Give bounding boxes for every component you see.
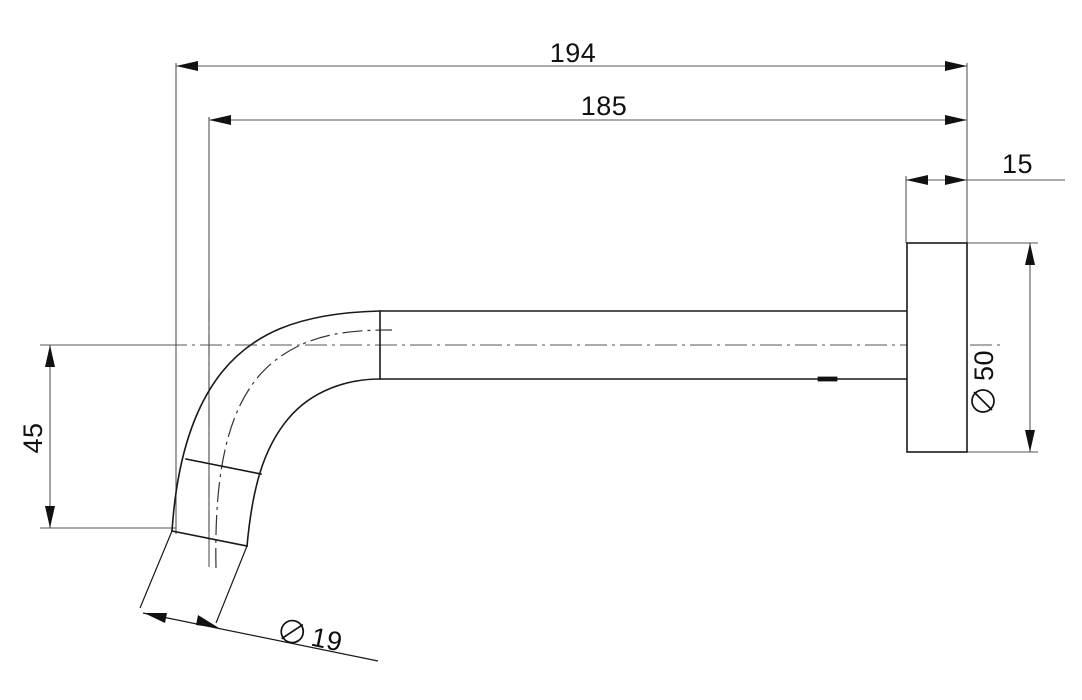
dim-label-dia-19-group: 19 [280,619,345,658]
arrow-dia50-bottom [1025,430,1035,452]
dimension-15: 15 [906,149,1065,185]
diameter-symbol-icon-19 [280,619,305,644]
dim-label-194: 194 [550,38,597,68]
arrow-dia19-left [144,613,167,623]
dim-label-dia-50-group: 50 [969,350,999,413]
spout-outlet-face [171,530,248,547]
arrow-194-left [176,61,198,71]
dim-label-15: 15 [1002,149,1033,179]
dimension-dia-19: 19 [139,530,379,662]
center-lines [60,300,1000,570]
dimension-194: 194 [176,38,967,71]
arrow-15-left [906,175,928,185]
arrow-45-bottom [45,506,55,528]
arrow-dia19-right [196,615,219,628]
ext-line-outlet-corner-left [139,530,173,609]
grub-screw-detail [817,376,838,382]
spout-inner-profile [246,378,908,547]
spout-outer-profile [171,310,908,532]
dimension-dia-50: 50 [969,243,1035,452]
arrow-dia50-top [1025,243,1035,265]
diameter-symbol-slash-19 [281,623,304,640]
dim-label-45: 45 [18,422,48,453]
dim-label-dia-19: 19 [309,622,345,658]
dim-label-dia-50: 50 [969,350,999,381]
extension-lines [40,63,1038,545]
dim-label-185: 185 [581,91,628,121]
dim-leader-dia-19 [142,612,379,662]
spout-outlet-ring-line [185,458,262,475]
arrow-15-right [945,175,967,185]
diameter-symbol-slash-50 [973,391,993,411]
diameter-symbol-icon-50 [971,389,995,413]
arrow-194-right [945,61,967,71]
arrow-185-right [945,115,967,125]
arrow-185-left [209,115,231,125]
part-geometry [171,242,968,547]
dimension-45: 45 [18,345,55,528]
ext-line-outlet-corner-right [215,545,248,624]
dim-label-45-group: 45 [18,422,48,453]
arrow-45-top [45,345,55,367]
dimension-185: 185 [209,91,967,125]
wall-flange-plate [906,242,968,453]
center-line-elbow-bore [215,329,393,569]
